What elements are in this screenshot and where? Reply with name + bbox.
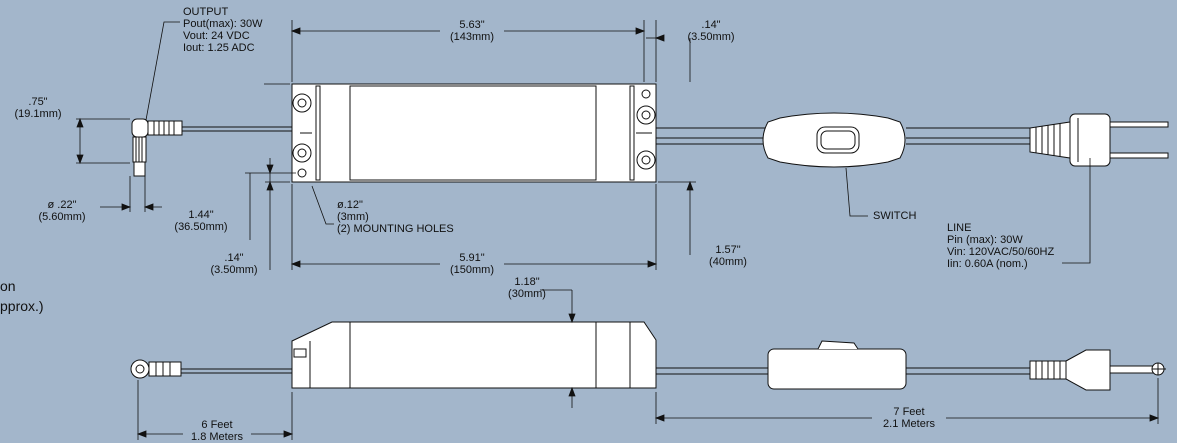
power-supply-side: [291, 321, 657, 389]
dim-length: 5.63"(143mm): [440, 19, 504, 43]
dim-plug-height: .75"(19.1mm): [14, 96, 62, 120]
ac-plug-top: [1029, 113, 1169, 167]
switch-side: [767, 340, 907, 390]
dim-hole-spacing: 1.44"(36.50mm): [174, 209, 228, 233]
side-view: [130, 289, 1166, 440]
ac-plug-side: [1029, 349, 1166, 391]
dims-top: [76, 20, 1091, 270]
dim-hole-offset: .14"(3.50mm): [210, 252, 258, 276]
dim-height: 1.18"(30mm): [508, 276, 546, 300]
switch-label: SWITCH: [873, 210, 917, 222]
dim-plug-dia: ø .22"(5.60mm): [38, 199, 86, 223]
dim-end-offset: .14"(3.50mm): [687, 19, 735, 43]
mounting-hole-spec: ø.12"(3mm)(2) MOUNTING HOLES: [337, 199, 454, 235]
switch-body: [762, 112, 906, 168]
dc-plug-top: [131, 118, 183, 177]
top-view: [76, 20, 1169, 270]
power-supply-top: [291, 83, 657, 183]
dim-total-length: 5.91"(150mm): [440, 252, 504, 276]
dc-plug-side: [130, 359, 182, 379]
line-spec: LINE Pin (max): 30W Vin: 120VAC/50/60HZ …: [947, 222, 1055, 270]
dim-width: 1.57"(40mm): [709, 244, 747, 268]
output-spec: OUTPUT Pout(max): 30W Vout: 24 VDC Iout:…: [183, 6, 263, 54]
input-cord-top: [656, 127, 1030, 145]
